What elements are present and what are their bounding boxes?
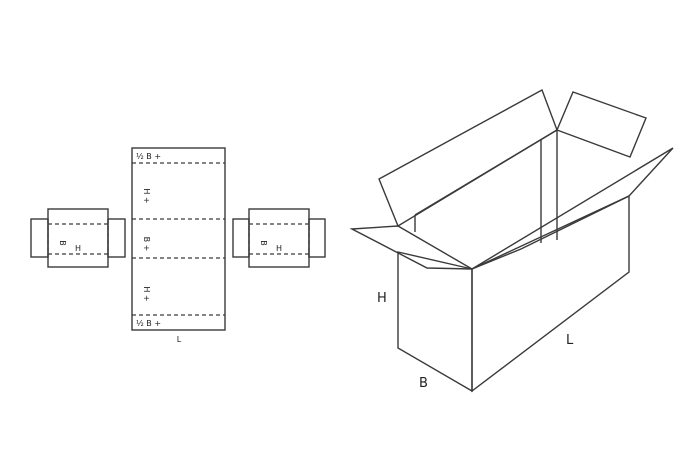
left-end-outline	[47, 208, 109, 268]
box-long-front-flap	[471, 147, 674, 270]
right-end-side-flap-right	[308, 218, 326, 258]
right-end-h-label: H	[276, 244, 282, 253]
main-length-panel: ½ B + H + B + H + ½ B + L	[131, 147, 226, 344]
right-end-b-label: B	[259, 240, 268, 246]
left-end-side-flap-right	[107, 218, 126, 258]
box-back-flap	[378, 88, 558, 228]
box-front-face	[397, 251, 473, 393]
box-b-label: B	[419, 376, 428, 391]
left-end-h-label: H	[75, 244, 81, 253]
left-end-b-label: B	[58, 240, 67, 246]
right-end-outline	[248, 208, 310, 268]
middle-b-label: B +	[142, 237, 151, 252]
box-right-flap	[556, 91, 647, 158]
bottom-flap-label: ½ B +	[136, 319, 161, 328]
left-end-panel: B H	[30, 208, 126, 268]
top-flap-label: ½ B +	[136, 152, 161, 161]
right-end-panel: B H	[232, 208, 326, 268]
lower-h-label: H +	[142, 286, 151, 301]
upper-h-label: H +	[142, 188, 151, 203]
open-box-3d: H B L	[349, 88, 674, 393]
box-h-label: H	[377, 291, 387, 306]
box-left-flap	[349, 225, 473, 270]
right-end-side-flap-left	[232, 218, 250, 258]
box-side-face	[471, 194, 630, 393]
main-panel-outline	[131, 147, 226, 331]
box-l-label: L	[566, 333, 574, 348]
left-end-side-flap-left	[30, 218, 49, 258]
length-label: L	[177, 335, 182, 344]
